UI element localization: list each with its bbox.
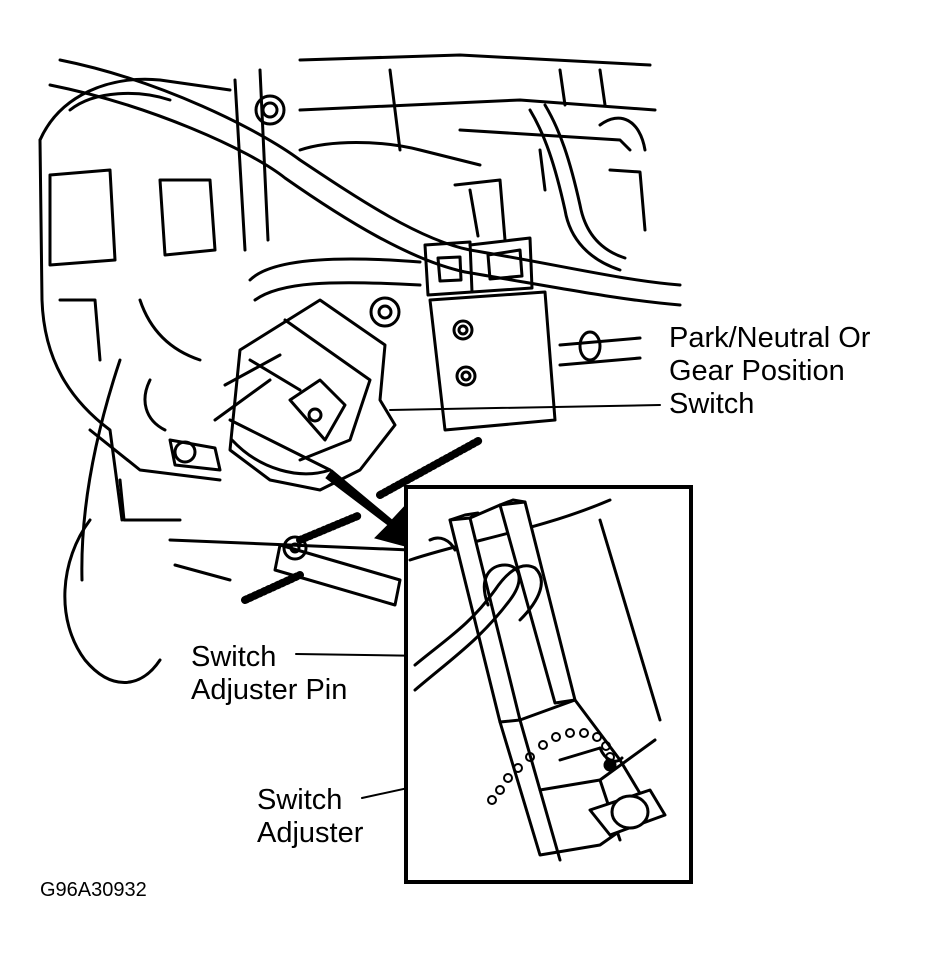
label-line: Switch <box>257 784 343 816</box>
hoses-and-wiring <box>48 58 682 684</box>
threaded-rods <box>241 436 484 604</box>
switch-adjuster <box>448 498 667 862</box>
switch-adjuster-label: Switch Adjuster <box>257 784 363 850</box>
mounting-bracket <box>369 290 642 432</box>
park-neutral-switch <box>213 298 397 492</box>
bead-chain <box>487 728 615 805</box>
label-line: Park/Neutral Or <box>669 322 871 354</box>
inset-detail <box>408 498 667 862</box>
label-line: Adjuster Pin <box>191 674 348 706</box>
wiring-connector <box>423 178 534 297</box>
switch-adjuster-pin-label: Switch Adjuster Pin <box>191 641 347 707</box>
callout-arrow <box>325 469 421 551</box>
label-line: Adjuster <box>257 817 364 849</box>
label-line: Switch <box>669 388 755 420</box>
park-neutral-switch-label: Park/Neutral Or Gear Position Switch <box>669 322 870 421</box>
figure-code: G96A30932 <box>40 879 147 901</box>
switch-adjuster-pin <box>413 536 543 692</box>
label-line: Gear Position <box>669 355 845 387</box>
label-line: Switch <box>191 641 277 673</box>
switch-leader-line <box>389 404 661 411</box>
shift-lever <box>168 438 412 607</box>
transmission-housing <box>38 53 657 522</box>
